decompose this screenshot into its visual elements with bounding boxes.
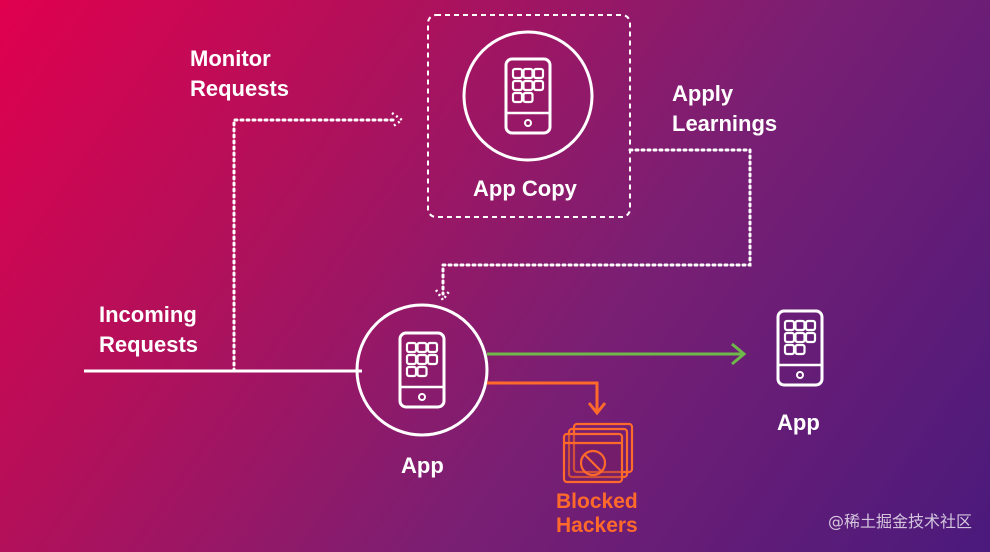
monitor-requests-arrowhead bbox=[391, 111, 405, 129]
monitor-requests-path bbox=[232, 118, 398, 373]
apply-learnings-arrowhead bbox=[434, 289, 452, 303]
blocked-arrowhead bbox=[587, 402, 607, 416]
phone-app-icon bbox=[776, 309, 824, 387]
blocked-hacker-icon bbox=[562, 422, 634, 484]
app-center-label: App bbox=[401, 453, 444, 478]
phone-app-icon bbox=[504, 57, 552, 135]
app-right-label: App bbox=[777, 410, 820, 435]
blocked-arrow-line bbox=[487, 381, 599, 411]
monitor-requests-label: Monitor Requests bbox=[190, 46, 290, 101]
phone-app-icon bbox=[398, 331, 446, 409]
incoming-requests-label: Incoming Requests bbox=[99, 302, 199, 357]
app-copy-label: App Copy bbox=[473, 176, 577, 201]
app-center-circle bbox=[355, 303, 489, 437]
app-copy-box bbox=[427, 14, 631, 218]
app-copy-circle bbox=[462, 30, 594, 162]
apply-learnings-path bbox=[441, 148, 752, 296]
blocked-hackers-label: Blocked Hackers bbox=[556, 490, 638, 537]
allowed-arrowhead bbox=[731, 342, 747, 366]
apply-learnings-label: Apply Learnings bbox=[672, 81, 778, 136]
watermark: @稀土掘金技术社区 bbox=[827, 512, 972, 531]
